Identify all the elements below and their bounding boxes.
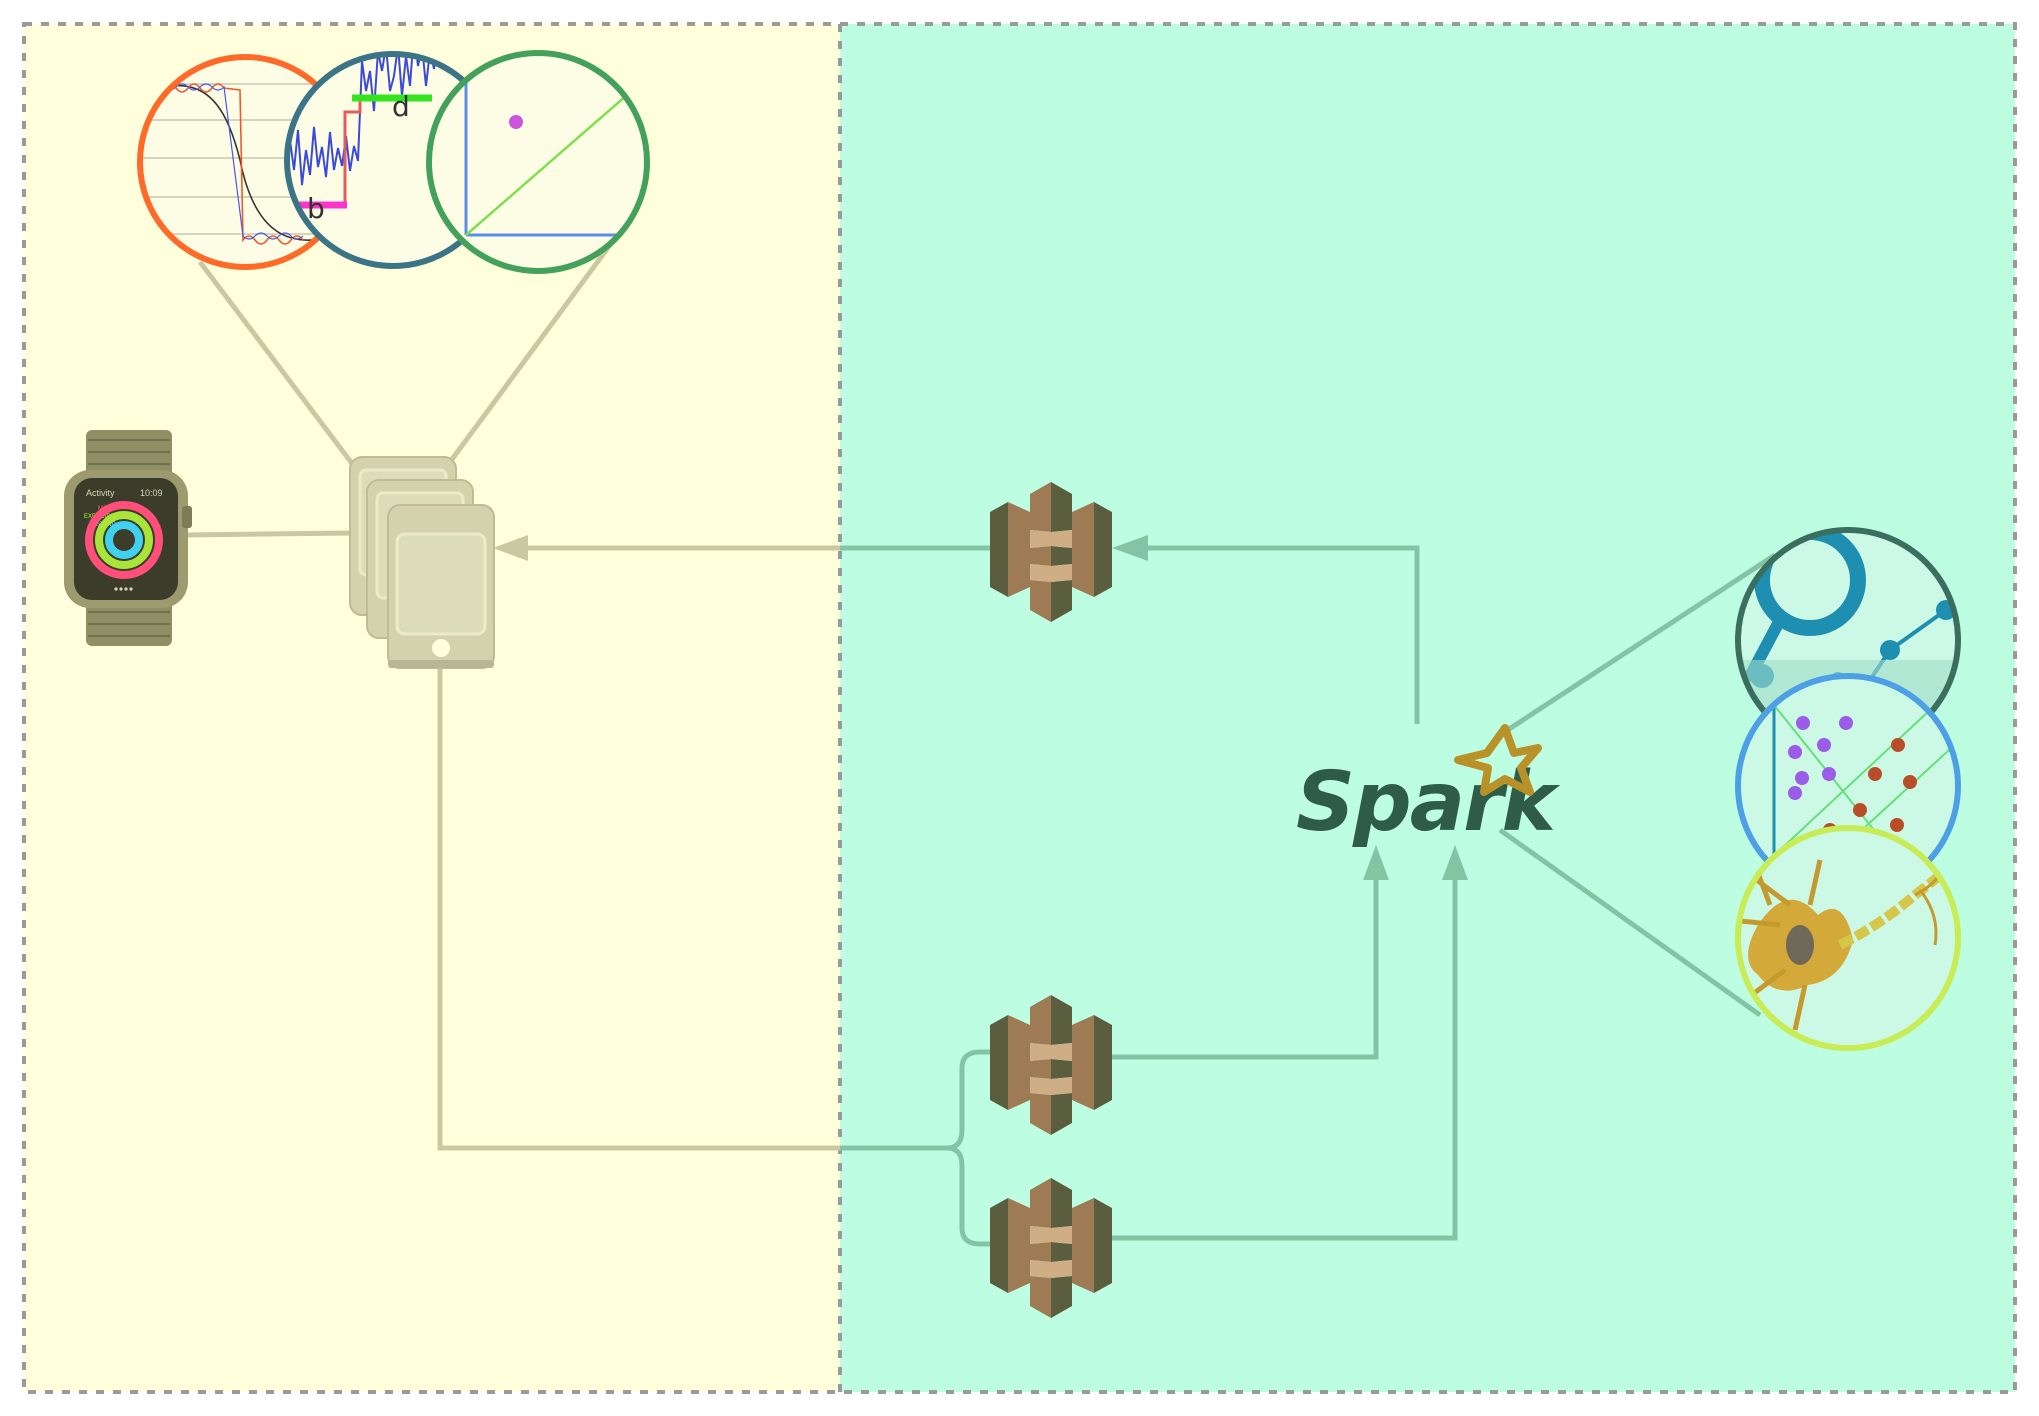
watch-app-title: Activity xyxy=(86,488,115,498)
phones-arrowhead xyxy=(493,535,528,561)
spark-star-icon xyxy=(1454,724,1542,796)
watch-ring-stand xyxy=(105,521,143,559)
bucket-arrowhead xyxy=(1112,535,1148,561)
spark-lens-cone-lines xyxy=(1498,552,1777,1018)
spark-arrowhead-left xyxy=(1363,845,1389,880)
watch-ring-move xyxy=(85,501,163,579)
phone-upload-path xyxy=(437,668,840,1151)
segment-label-b: b xyxy=(307,192,325,225)
watch-ring-exercise xyxy=(95,511,153,569)
bucket-output xyxy=(990,482,1112,622)
smartwatch-icon: Activity 10:09 MOVE EXERCISE STAND xyxy=(64,430,192,646)
outlier-point xyxy=(509,115,523,129)
zone-borders xyxy=(22,22,2017,1394)
watch-phone-link xyxy=(185,530,353,538)
watch-time: 10:09 xyxy=(140,488,163,498)
spark-arrowhead-right xyxy=(1442,845,1468,880)
bucket-raw-1 xyxy=(990,995,1112,1135)
spark-logo: Spark xyxy=(1296,724,1563,850)
lens-cone-lines xyxy=(198,243,613,492)
segment-label-d: d xyxy=(392,90,410,123)
upload-fork xyxy=(840,1049,990,1247)
phone-front xyxy=(387,504,495,669)
neuron-lens xyxy=(1735,825,1961,1051)
bucket2-to-spark-line xyxy=(1112,872,1379,1060)
bucket-raw-2 xyxy=(990,1178,1112,1318)
mobile-device-stack-icon xyxy=(349,456,495,669)
bucket3-to-spark-line xyxy=(1112,872,1458,1241)
spark-to-bucket-line xyxy=(1142,545,1420,724)
